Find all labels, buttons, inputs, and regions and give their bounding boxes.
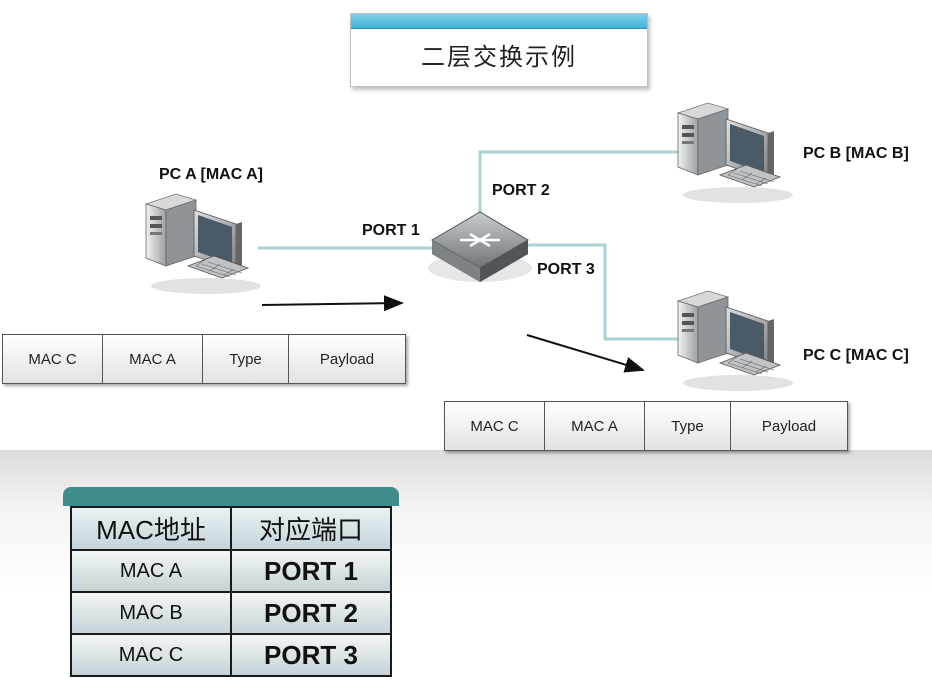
switch-icon: [428, 211, 532, 282]
table-row: MAC C PORT 3: [70, 633, 392, 677]
frame-type: Type: [645, 402, 731, 450]
frame-dest-mac: MAC C: [3, 335, 103, 383]
link-port2: [478, 150, 682, 213]
arrow-incoming: [261, 295, 404, 312]
pc-a-label: PC A [MAC A]: [159, 166, 263, 183]
column-header-mac: MAC地址: [70, 506, 232, 551]
title-accent-bar: [351, 14, 647, 29]
frame-outgoing: MAC C MAC A Type Payload: [444, 401, 848, 451]
table-cell-mac: MAC C: [70, 633, 232, 677]
port3-label: PORT 3: [537, 261, 595, 278]
port2-label: PORT 2: [492, 182, 550, 199]
frame-src-mac: MAC A: [103, 335, 203, 383]
table-cell-port: PORT 1: [230, 549, 392, 593]
frame-payload: Payload: [319, 350, 375, 368]
pc-c-icon: [677, 290, 794, 392]
link-port3: [528, 243, 682, 341]
frame-incoming: MAC C MAC A Type Payload: [2, 334, 406, 384]
table-row: MAC B PORT 2: [70, 591, 392, 635]
frame-src-mac: MAC A: [545, 402, 645, 450]
port1-label: PORT 1: [362, 222, 420, 239]
table-cell-port: PORT 2: [230, 591, 392, 635]
pc-b-label: PC B [MAC B]: [803, 145, 909, 162]
arrow-outgoing: [526, 334, 645, 373]
table-cell-mac: MAC A: [70, 549, 232, 593]
frame-payload: Payload: [761, 417, 817, 435]
mac-table-header-band: [63, 487, 399, 506]
pc-a-icon: [145, 193, 262, 295]
table-row: MAC A PORT 1: [70, 549, 392, 593]
frame-dest-mac: MAC C: [445, 402, 545, 450]
pc-c-label: PC C [MAC C]: [803, 347, 909, 364]
table-cell-mac: MAC B: [70, 591, 232, 635]
table-header-row: MAC地址 对应端口: [70, 506, 392, 551]
mac-address-table: MAC地址 对应端口 MAC A PORT 1 MAC B PORT 2 MAC…: [70, 506, 392, 677]
page-title: 二层交换示例: [421, 43, 577, 71]
column-header-port: 对应端口: [230, 506, 392, 551]
table-cell-port: PORT 3: [230, 633, 392, 677]
frame-type: Type: [203, 335, 289, 383]
title-box: 二层交换示例: [350, 13, 648, 87]
pc-b-icon: [677, 102, 794, 204]
